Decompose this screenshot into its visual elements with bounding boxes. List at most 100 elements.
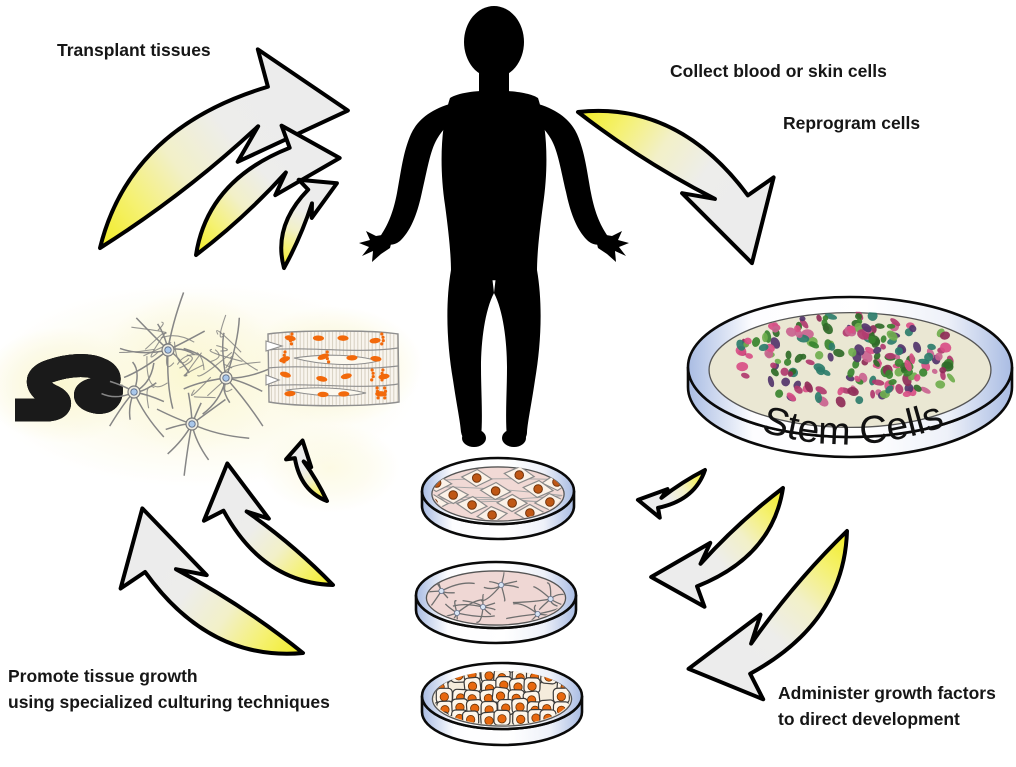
muscle-nucleus: [346, 355, 358, 361]
neurite: [146, 356, 168, 388]
stem-cell: [924, 352, 934, 362]
muscle-dot: [383, 393, 387, 397]
cell-nucleus: [467, 500, 477, 510]
muscle-dot: [380, 371, 384, 375]
stem-cell: [837, 387, 844, 396]
cell-nucleus: [484, 716, 494, 726]
neurite: [146, 386, 155, 409]
muscle-dot: [289, 342, 294, 346]
muscle-nucleus: [316, 376, 328, 382]
stem-cell: [847, 386, 859, 396]
stem-cell: [874, 323, 885, 329]
muscle-dot: [290, 332, 294, 336]
stem-cell: [890, 318, 901, 327]
stem-cell: [815, 351, 824, 360]
stem-cell: [736, 339, 746, 351]
stem-cell: [886, 330, 898, 341]
muscle-nucleus: [317, 391, 329, 398]
stem-cell: [880, 343, 886, 350]
stem-cell: [835, 396, 846, 408]
muscle-dot: [376, 393, 380, 397]
stem-cell: [794, 385, 803, 394]
stem-cell: [785, 327, 797, 337]
neuron-soma: [547, 596, 554, 603]
stem-cell: [873, 352, 881, 360]
stem-cell: [848, 348, 857, 357]
neuron-soma: [534, 611, 541, 618]
stem-cell: [780, 367, 789, 376]
neurite: [216, 330, 242, 353]
muscle-dot: [371, 371, 375, 375]
label-administer-line1: Administer growth factors: [778, 683, 996, 703]
epithelial-cell: [479, 481, 512, 501]
cell-nucleus: [527, 681, 537, 691]
stem-cell: [767, 375, 775, 388]
muscle-nucleus: [312, 335, 325, 341]
stem-cell: [909, 353, 916, 365]
epithelial-cell: [533, 492, 563, 512]
muscle-dot: [289, 335, 294, 339]
stem-cell: [939, 331, 951, 340]
epithelial-cell: [475, 505, 509, 521]
dish-stem-cells: [686, 295, 1014, 459]
epithelial-cell: [436, 485, 470, 505]
muscle-dot: [370, 378, 374, 382]
muscle-dot: [381, 335, 385, 339]
stem-cell: [894, 358, 904, 367]
tissue-intestine: [15, 366, 111, 422]
tissue-neurons: [101, 292, 275, 476]
neurite: [193, 396, 216, 399]
stem-cell: [940, 342, 952, 353]
dendrite: [506, 613, 538, 620]
label-collect-cells: Collect blood or skin cells: [670, 61, 887, 81]
dish-contents: [433, 465, 563, 521]
label-administer-line2: to direct development: [778, 709, 960, 729]
dish-culture-neural: [414, 560, 578, 645]
stem-cell: [946, 373, 956, 383]
muscle-dot: [383, 386, 387, 390]
neurite: [219, 314, 227, 338]
cell-nucleus: [507, 498, 517, 508]
neuron-soma: [498, 582, 505, 589]
stem-cell: [886, 323, 896, 329]
stem-cell: [775, 389, 784, 398]
cell-nucleus: [497, 714, 507, 724]
stem-cell: [902, 390, 912, 398]
soma-nucleus: [164, 346, 172, 354]
stem-cell: [939, 366, 947, 374]
stem-cell: [909, 324, 917, 333]
cell-nucleus: [556, 692, 566, 702]
muscle-nucleus: [369, 337, 381, 344]
stem-cell: [770, 368, 779, 377]
stem-cell: [828, 342, 836, 351]
stem-cell: [873, 346, 882, 354]
muscle-dot: [325, 350, 329, 354]
neurite: [160, 335, 195, 343]
stem-cell: [827, 352, 834, 362]
dendrite: [480, 584, 502, 602]
stem-cell: [919, 368, 928, 377]
cell-nucleus: [516, 714, 526, 724]
muscle-nucleus: [280, 371, 291, 378]
stem-cell: [741, 372, 750, 379]
stem-cell: [799, 316, 806, 322]
stem-cell: [804, 381, 813, 393]
stem-cell: [814, 392, 823, 404]
label-promote-tissue-growth: Promote tissue growth using specialized …: [8, 663, 330, 715]
dense-cell: [493, 709, 511, 726]
epithelial-cell: [503, 465, 536, 485]
muscle-dot: [283, 357, 287, 361]
cell-nucleus: [484, 671, 494, 681]
stem-cell: [751, 337, 761, 347]
muscle-dot: [380, 342, 384, 346]
stem-cell: [868, 335, 876, 344]
stem-cell: [884, 352, 896, 360]
muscle-dot: [282, 353, 286, 357]
cell-nucleus: [487, 510, 497, 520]
stem-cell: [867, 311, 878, 321]
stem-cell: [854, 375, 861, 382]
epithelial-cell: [521, 479, 555, 499]
stem-cell: [786, 392, 797, 402]
